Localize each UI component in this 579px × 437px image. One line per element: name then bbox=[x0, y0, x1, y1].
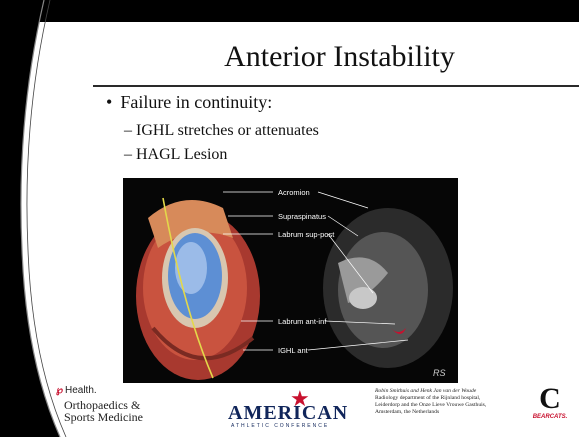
label-ighl-ant: IGHL ant bbox=[278, 346, 309, 355]
bullet-marker: • bbox=[106, 92, 112, 112]
credit-line-1: Radiology department of the Rijnland hos… bbox=[375, 395, 525, 402]
credit-authors: Robin Smithuis and Henk Jan van der Woud… bbox=[375, 388, 525, 395]
label-supraspinatus: Supraspinatus bbox=[278, 212, 326, 221]
slide-top-bar bbox=[0, 0, 579, 22]
conference-name: AMERICAN bbox=[228, 402, 348, 425]
sub-bullet-item: – HAGL Lesion bbox=[124, 146, 227, 164]
credit-line-2: Leiderdorp and the Onze Lieve Vrouwe Gas… bbox=[375, 402, 525, 409]
health-wordmark: ℘Health. bbox=[56, 385, 97, 396]
bearcats-text: BEARCATS. bbox=[530, 414, 570, 420]
sub-bullet-text: IGHL stretches or attenuates bbox=[136, 122, 319, 139]
health-text: Health. bbox=[65, 385, 97, 396]
credit-line-3: Amsterdam, the Netherlands bbox=[375, 409, 525, 416]
left-decoration bbox=[0, 0, 80, 437]
label-labrum-ant-inf: Labrum ant-inf bbox=[278, 317, 327, 326]
bearcats-c-letter: C bbox=[530, 384, 570, 414]
label-acromion: Acromion bbox=[278, 188, 310, 197]
slide-title: Anterior Instability bbox=[100, 40, 579, 74]
sub-bullet-dash: – bbox=[124, 122, 132, 139]
image-credit: Robin Smithuis and Henk Jan van der Woud… bbox=[375, 388, 525, 416]
bearcats-logo: C BEARCATS. bbox=[530, 384, 570, 428]
conference-subtitle: ATHLETIC CONFERENCE bbox=[231, 423, 329, 429]
sub-bullet-item: – IGHL stretches or attenuates bbox=[124, 122, 319, 140]
department-line-2: Sports Medicine bbox=[64, 411, 143, 423]
bullet-text: Failure in continuity: bbox=[120, 92, 272, 112]
sub-bullet-text: HAGL Lesion bbox=[136, 146, 227, 163]
uc-mark-icon: ℘ bbox=[56, 385, 63, 396]
shoulder-anatomy-figure: Acromion Supraspinatus Labrum sup-post L… bbox=[123, 178, 458, 383]
sub-bullet-dash: – bbox=[124, 146, 132, 163]
bullet-item: • Failure in continuity: bbox=[106, 92, 272, 113]
figure-watermark: RS bbox=[433, 368, 446, 378]
title-divider bbox=[93, 85, 579, 87]
department-name: Orthopaedics & Sports Medicine bbox=[64, 399, 143, 423]
american-conference-logo: ★ AMERICAN ATHLETIC CONFERENCE bbox=[228, 390, 368, 428]
figure-illustration: Acromion Supraspinatus Labrum sup-post L… bbox=[123, 178, 458, 383]
label-labrum-sup-post: Labrum sup-post bbox=[278, 230, 335, 239]
